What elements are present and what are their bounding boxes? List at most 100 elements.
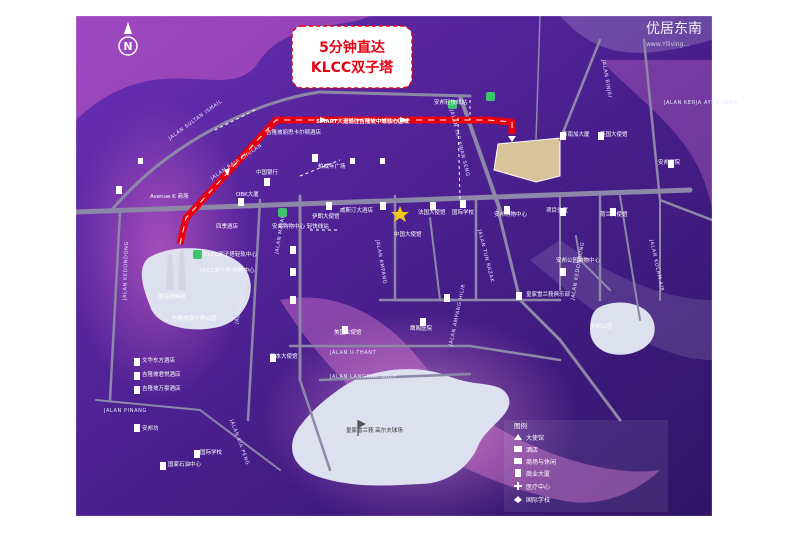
building-icon [598,132,604,140]
decor-swirl [530,240,712,360]
building-icon [420,318,426,326]
place-label: 吉隆坡君悦酒店 [142,370,181,378]
project-building [493,137,561,183]
place-label: 日本大使馆 [270,352,298,360]
place-label: 柏威年广场 [318,162,346,170]
compass: N [118,22,138,56]
place-label: 安邦轻快线站 [434,98,468,106]
building-icon [290,268,296,276]
golf-course-area [292,369,510,486]
embassy-icon [514,434,522,440]
building-icon [134,372,140,380]
building-icon [326,202,332,210]
building-icon [134,386,140,394]
building-icon [160,462,166,470]
legend-item: 国际学校 [514,496,550,504]
watermark: 优居东南 [646,21,702,37]
place-label: Avenue K 商场 [150,192,189,200]
legend-label: 医疗中心 [526,483,550,491]
roads [76,16,712,472]
callout-line-2: KLCC双子塔 [311,59,394,76]
twin-towers-icon [166,250,186,290]
place-label: OBK大厦 [236,190,259,198]
hotel-icon [514,446,522,452]
decor-glow [76,100,250,400]
place-label: 吉隆坡万豪酒店 [142,384,181,392]
school-icon [514,496,522,503]
building-icon [270,354,276,362]
legend-label: 商场与休闲 [526,458,556,466]
place-label: 美国大使馆 [334,328,362,336]
building-icon [504,206,510,214]
road-label: JALAN U-THANT [329,350,377,356]
building-icon [430,202,436,210]
legend-label: 酒店 [526,446,538,454]
decor-swirl [280,297,660,503]
golf-flag-icon [357,420,366,436]
legend-item: 商场与休闲 [514,458,556,466]
building-icon [516,292,522,300]
legend-item: 大使馆 [514,434,544,442]
building-icon [460,200,466,208]
place-label: 鹰阁医院 [410,324,433,332]
route-label: SMART大道通往吉隆坡中城核心区域 [316,117,409,125]
place-label: 吉隆坡丽思卡尔顿酒店 [266,128,322,136]
building-icon [312,154,318,162]
route-arrows [224,117,516,176]
place-label: 文华东方酒店 [142,356,176,364]
map-frame [75,15,713,517]
building-icon [238,198,244,206]
road-label: JALAN KEDONDONG [122,241,130,301]
building-icon [560,132,566,140]
place-label: 安邦坊 [142,424,159,432]
building-icon [380,202,386,210]
building-icon [610,208,616,216]
decor-swirl [76,16,370,120]
place-label: 中国银行 [256,168,279,176]
road-label: JALAN KERJA AYER LAMA [663,100,738,106]
building-icon [350,158,355,164]
building-icon [342,326,348,334]
building-icon [116,186,122,194]
transit-lines [214,100,471,231]
building-icon [134,358,140,366]
callout-line-1: 5分钟直达 [319,39,385,56]
place-label: 肯南加大厦 [562,130,590,138]
building-icon [560,268,566,276]
legend-label: 国际学校 [526,496,550,504]
train-station-icon [278,208,287,217]
place-label: 荷兰大使馆 [600,210,628,218]
watermark-url: www.Yiliving... [646,41,689,48]
legend-title: 图例 [514,421,527,430]
place-label: 安邦购物中心 轻快线站 [272,222,329,230]
place-label: 国际学校 [200,448,223,456]
place-label: KLCC双子塔轻轨中心 [204,250,257,258]
place-label: 皇家雪兰莪 高尔夫球场 [346,426,403,434]
place-label: 国际学校 [452,208,475,216]
place-label: 项目位置 [546,206,569,214]
decor-swirl [600,60,712,210]
place-label: 四季酒店 [216,222,239,230]
place-label: 皇家雪兰莪俱乐部 [526,290,571,298]
place-label: 安邦医院 [658,158,681,166]
highlight-route [176,116,516,245]
place-label: 安邦公园 [590,322,613,330]
legend-item: 酒店 [514,446,538,454]
train-station-icon [486,92,495,101]
place-labels: Avenue K 商场 中国银行 OBK大厦 四季酒店 安邦购物中心 轻快线站 … [142,98,681,468]
place-label: 安邦购物中心 [494,210,528,218]
place-label: 法国大使馆 [418,208,446,216]
place-label: 吉隆坡双子塔公园 [172,314,217,322]
building-icon [134,424,140,432]
building-icon [138,158,143,164]
place-label: 中国大使馆 [394,230,422,238]
train-station-icon [448,100,457,109]
train-station-icon [193,250,202,259]
building-icon [194,450,200,458]
building-icon [560,208,566,216]
road-label: JALAN LANGGAK GOLF [329,374,397,380]
place-label: 英国大使馆 [600,130,628,138]
building-icon [264,178,270,186]
building-icon [380,158,385,164]
